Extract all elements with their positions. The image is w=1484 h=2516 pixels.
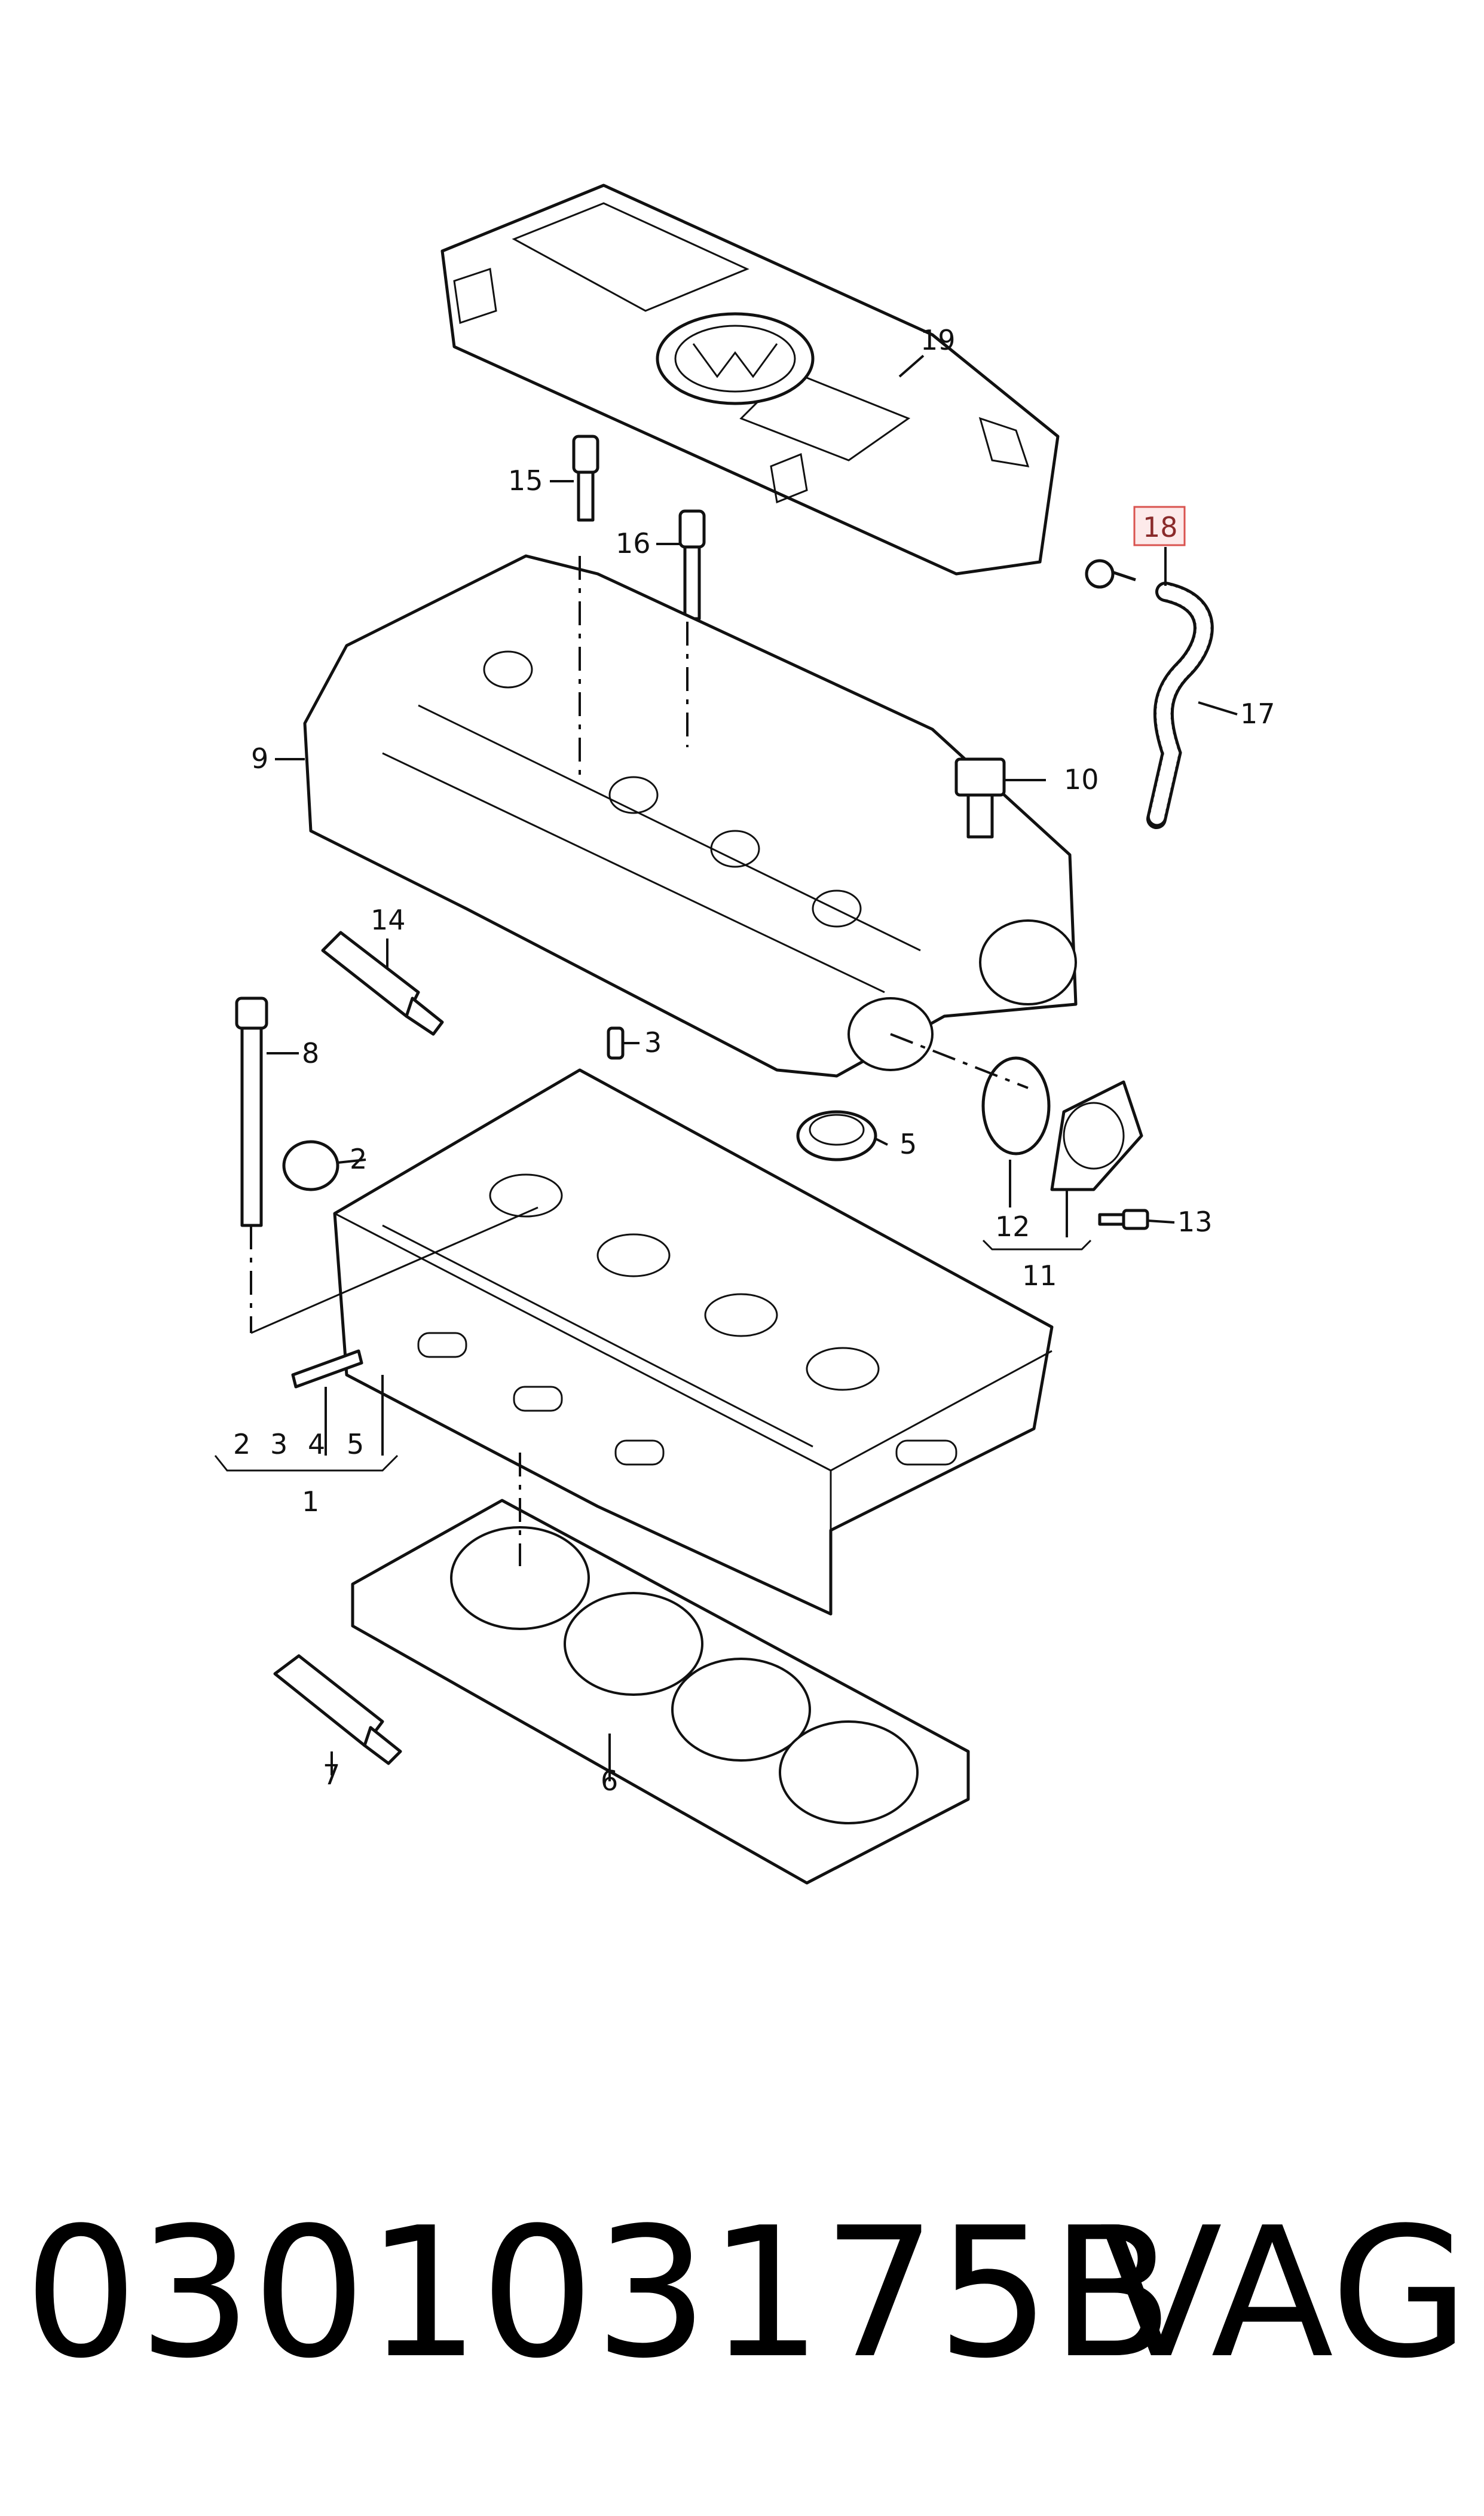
callout-17: 17 (1240, 698, 1275, 730)
bolt-15 (572, 435, 599, 522)
part-number: 030103175B (24, 2189, 1174, 2398)
callout-11: 11 (1022, 1259, 1057, 1292)
callout-group-2: 2 (233, 1428, 250, 1460)
callout-6: 6 (601, 1765, 618, 1797)
callout-5: 5 (899, 1128, 917, 1160)
vent-hose (1085, 559, 1214, 829)
brand-name: VAG (1100, 2189, 1469, 2398)
callout-2: 2 (350, 1143, 367, 1175)
callout-18: 18 (1143, 511, 1178, 543)
callout-1: 1 (302, 1485, 319, 1518)
callout-16: 16 (616, 527, 651, 560)
callout-13: 13 (1177, 1206, 1213, 1238)
callout-7: 7 (323, 1759, 340, 1791)
callout-9: 9 (251, 742, 268, 775)
vw-logo-icon (656, 312, 815, 405)
seal-ring-5 (796, 1110, 877, 1161)
highlight-box-18 (1133, 506, 1186, 546)
callout-19: 19 (920, 324, 956, 356)
callout-group-3: 3 (270, 1428, 287, 1460)
sealant-tube-7 (273, 1654, 402, 1765)
bolt-16 (678, 509, 706, 620)
callout-12: 12 (995, 1210, 1030, 1243)
callout-10: 10 (1064, 763, 1099, 796)
dowel-pin-3 (607, 1026, 625, 1060)
cylinder-head (333, 1068, 1054, 1616)
head-gasket (351, 1499, 970, 1885)
callout-3: 3 (644, 1026, 662, 1059)
callout-labels: 19 18 17 15 16 9 10 14 8 3 2 5 12 13 11 … (233, 324, 1275, 1797)
callout-group-4: 4 (308, 1428, 325, 1460)
plug-2 (282, 1140, 339, 1191)
sealant-tube-14 (321, 931, 444, 1036)
head-bolt-8 (235, 996, 268, 1227)
callout-14: 14 (371, 904, 406, 936)
sensor-10 (954, 757, 1006, 839)
callout-15: 15 (508, 464, 543, 497)
camshaft-housing (303, 554, 1078, 1078)
bolt-13 (1098, 1209, 1149, 1230)
engine-cover (440, 184, 1060, 576)
stud-4 (291, 1349, 363, 1389)
leader-lines (214, 354, 1238, 1781)
cover-plate-11 (1050, 1080, 1143, 1191)
callout-group-5: 5 (347, 1428, 364, 1460)
callout-8: 8 (302, 1037, 319, 1069)
o-ring-12 (981, 1056, 1051, 1155)
